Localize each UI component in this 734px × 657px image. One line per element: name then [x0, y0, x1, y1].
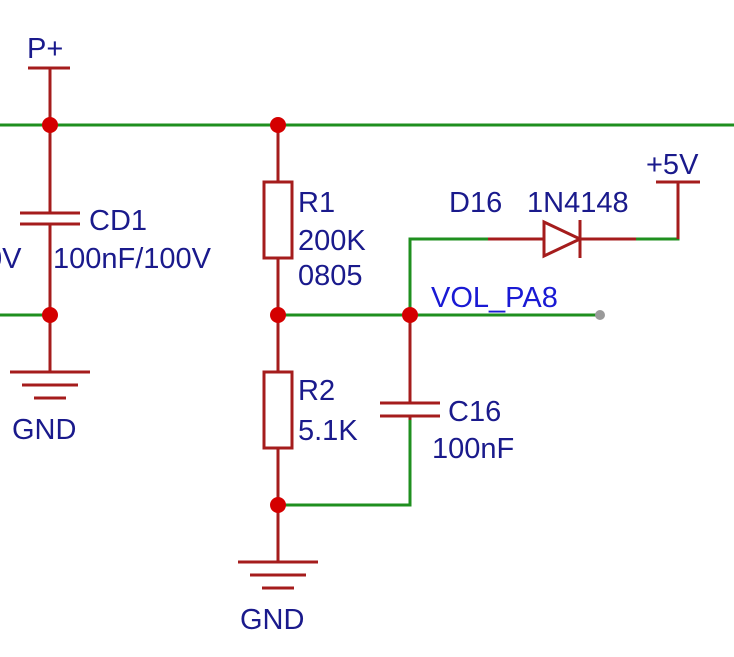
junction-dot — [270, 307, 286, 323]
capacitor-c16[interactable] — [380, 315, 440, 420]
label-c16-ref: C16 — [448, 396, 501, 428]
power-port-5v[interactable] — [656, 180, 700, 239]
label-r1-value: 200K — [298, 225, 366, 257]
label-cd1-ref: CD1 — [89, 205, 147, 237]
label-gnd-center: GND — [240, 604, 304, 636]
resistor-r1[interactable] — [262, 125, 294, 315]
capacitor-cd1[interactable] — [20, 125, 80, 315]
net-end-pin[interactable] — [595, 310, 605, 320]
resistor-r2[interactable] — [262, 315, 294, 505]
label-r1-package: 0805 — [298, 260, 363, 292]
label-c16-value: 100nF — [432, 433, 514, 465]
label-cd1-value-clipped: 0V — [0, 243, 22, 275]
junction-dot — [42, 117, 58, 133]
wires — [0, 123, 734, 507]
labels: P+ +5V 0V CD1 100nF/100V GND R1 200K 080… — [0, 33, 699, 636]
label-5v: +5V — [646, 149, 699, 181]
ground-symbol-left[interactable] — [10, 315, 90, 400]
net-label-vol-pa8[interactable]: VOL_PA8 — [431, 282, 558, 314]
ground-symbol-center[interactable] — [238, 505, 318, 590]
label-gnd-left: GND — [12, 414, 76, 446]
junction-dot — [270, 497, 286, 513]
power-port-pplus[interactable] — [28, 66, 70, 125]
label-r2-ref: R2 — [298, 375, 335, 407]
label-d16-ref: D16 — [449, 187, 502, 219]
label-r2-value: 5.1K — [298, 415, 358, 447]
label-r1-ref: R1 — [298, 187, 335, 219]
junction-dot — [270, 117, 286, 133]
label-cd1-value: 100nF/100V — [53, 243, 212, 275]
junction-dot — [402, 307, 418, 323]
components — [10, 66, 700, 590]
junction-dot — [42, 307, 58, 323]
junctions — [42, 117, 418, 513]
diode-d16[interactable] — [488, 219, 636, 259]
label-pplus: P+ — [27, 33, 63, 65]
label-d16-part: 1N4148 — [527, 187, 629, 219]
